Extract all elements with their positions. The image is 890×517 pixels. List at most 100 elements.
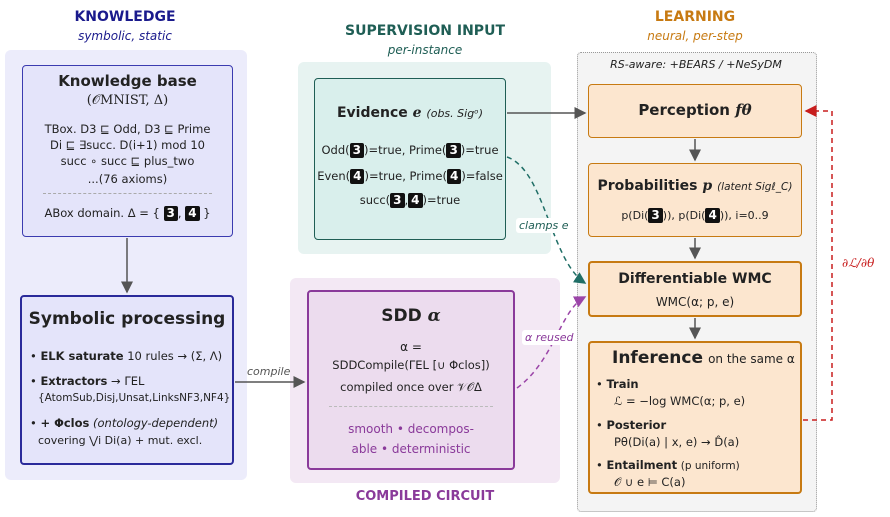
inference-entailment: • Entailment (p uniform) <box>596 458 740 472</box>
sp-extractors-label: Extractors <box>40 374 108 388</box>
sp-phi: • + Φclos (ontology-dependent) <box>30 416 219 430</box>
prob-line-b: )), p(Di( <box>662 209 706 222</box>
prob-note: (latent Sigℓ_C) <box>717 181 793 193</box>
evidence-title-row: Evidence e (obs. Sigᵒ) <box>315 105 505 121</box>
alpha-reused-label: α reused <box>522 330 577 345</box>
inference-entail-label: Entailment <box>606 458 678 472</box>
prob-title-row: Probabilities p (latent Sigℓ_C) <box>589 178 801 194</box>
inference-entail-note: (p uniform) <box>680 460 740 472</box>
sdd-symbol: α <box>427 306 441 326</box>
sdd-props-2: able • deterministic <box>351 442 471 456</box>
evidence-box: Evidence e (obs. Sigᵒ) Odd(3)=true, Prim… <box>314 78 506 240</box>
inference-posterior-text: Pθ(Di(a) | x, e) → D̂(a) <box>614 435 740 449</box>
evidence-l1-b: )=true, Prime( <box>363 143 447 157</box>
wmc-box: Differentiable WMC WMC(α; p, e) <box>588 261 802 317</box>
inference-entail-text: 𝒪 ∪ e ⊨ C(a) <box>614 475 686 489</box>
evidence-l2-c: )=false <box>461 169 503 183</box>
digit-3-image: 3 <box>390 193 405 208</box>
digit-4-image: 4 <box>705 208 720 223</box>
kb-tbox-1: TBox. D3 ⊑ Odd, D3 ⊑ Prime <box>44 122 211 136</box>
inference-suffix: on the same α <box>708 352 795 366</box>
sdd-title-row: SDD α <box>309 306 513 326</box>
evidence-title: Evidence <box>336 105 408 121</box>
sp-phi-label: + Φclos <box>40 416 90 430</box>
knowledge-base-box: Knowledge base (𝒪MNIST, Δ) TBox. D3 ⊑ Od… <box>22 65 233 237</box>
perception-title-row: Perception fθ <box>589 101 801 119</box>
sdd-props-1: smooth • decompos- <box>348 422 474 436</box>
inference-train: • Train <box>596 377 639 391</box>
learning-subheader: neural, per-step <box>647 29 743 43</box>
sp-extractors-text: → ΓEL <box>111 374 145 388</box>
rs-aware-banner: RS-aware: +BEARS / +NeSyDM <box>610 58 782 71</box>
knowledge-header: KNOWLEDGE <box>74 9 176 25</box>
learning-header: LEARNING <box>654 9 736 25</box>
sdd-title: SDD <box>381 306 422 326</box>
evidence-l2-b: )=true, Prime( <box>364 169 447 183</box>
perception-symbol: fθ <box>735 101 752 119</box>
supervision-subheader: per-instance <box>387 43 463 57</box>
inference-title: Inference <box>612 348 703 368</box>
digit-3-image: 3 <box>349 143 364 158</box>
gradient-arrow <box>803 105 833 421</box>
evidence-l3-c: )=true <box>422 193 461 207</box>
digit-4-image: 4 <box>350 169 365 184</box>
sp-extractors: • Extractors → ΓEL <box>30 374 145 388</box>
wmc-line: WMC(α; p, e) <box>655 295 735 309</box>
inference-train-label: Train <box>606 377 639 391</box>
digit-4-image: 4 <box>185 206 200 221</box>
kb-abox: ABox domain. Δ = { 3, 4 } <box>44 206 211 221</box>
evidence-l1-a: Odd( <box>321 143 350 157</box>
clamps-arrow <box>506 156 587 284</box>
sdd-line-2: SDDCompile(ΓEL [∪ Φclos]) <box>332 358 490 372</box>
kb-divider <box>43 193 212 194</box>
kb-subtitle: (𝒪MNIST, Δ) <box>86 93 169 108</box>
gradient-label: ∂ℒ/∂θ <box>842 256 875 270</box>
inference-posterior-label: Posterior <box>606 418 667 432</box>
wmc-title: Differentiable WMC <box>618 271 772 287</box>
inference-title-row: Inference on the same α <box>612 348 795 368</box>
evidence-line-2: Even(4)=true, Prime(4)=false <box>315 169 505 184</box>
sp-phi-text: covering ⋁i Di(a) + mut. excl. <box>38 434 203 447</box>
evidence-l2-a: Even( <box>317 169 351 183</box>
symbolic-processing-box: Symbolic processing • ELK saturate 10 ru… <box>20 295 234 465</box>
evidence-note: (obs. Sigᵒ) <box>426 107 484 120</box>
sp-phi-note: (ontology-dependent) <box>93 416 219 430</box>
probabilities-box: Probabilities p (latent Sigℓ_C) p(Di(3))… <box>588 163 802 237</box>
sp-elk-label: ELK saturate <box>40 349 124 363</box>
evidence-l3-sep: , <box>404 193 409 207</box>
sp-elk-text: 10 rules → (Σ, Λ) <box>127 349 223 363</box>
sdd-line-3: compiled once over 𝒱𝒪Δ <box>340 380 482 394</box>
compiled-header: COMPILED CIRCUIT <box>355 489 495 504</box>
kb-abox-prefix: ABox domain. Δ = { <box>44 206 160 220</box>
kb-tbox-2: Di ⊑ ∃succ. D(i+1) mod 10 <box>50 138 205 152</box>
evidence-line-3: succ(3,4)=true <box>315 193 505 208</box>
kb-title: Knowledge base <box>58 72 197 90</box>
sp-extractors-list: {AtomSub,Disj,Unsat,LinksNF3,NF4} <box>38 392 231 404</box>
prob-line-c: )), i=0..9 <box>719 209 769 222</box>
compile-label: compile <box>247 365 291 378</box>
evidence-symbol: e <box>412 105 422 121</box>
sp-elk: • ELK saturate 10 rules → (Σ, Λ) <box>30 349 223 363</box>
kb-tbox-4: ...(76 axioms) <box>87 172 168 186</box>
digit-3-image: 3 <box>163 206 178 221</box>
kb-tbox-3: succ ∘ succ ⊑ plus_two <box>60 154 195 168</box>
kb-abox-suffix: } <box>203 206 211 220</box>
perception-box: Perception fθ <box>588 84 802 138</box>
sdd-line-1: α = <box>400 340 422 354</box>
prob-title: Probabilities <box>597 178 698 194</box>
inference-box: Inference on the same α • Train ℒ = −log… <box>588 341 802 494</box>
evidence-l3-a: succ( <box>359 193 391 207</box>
sdd-divider <box>329 406 493 407</box>
inference-train-text: ℒ = −log WMC(α; p, e) <box>614 394 746 408</box>
perception-title: Perception <box>638 101 730 119</box>
digit-3-image: 3 <box>446 143 461 158</box>
knowledge-subheader: symbolic, static <box>78 29 172 43</box>
evidence-line-1: Odd(3)=true, Prime(3)=true <box>315 143 505 158</box>
supervision-header: SUPERVISION INPUT <box>345 23 505 39</box>
evidence-l1-c: )=true <box>460 143 499 157</box>
inference-posterior: • Posterior <box>596 418 667 432</box>
prob-line-a: p(Di( <box>621 209 649 222</box>
digit-4-image: 4 <box>408 193 423 208</box>
sp-title: Symbolic processing <box>28 309 226 329</box>
